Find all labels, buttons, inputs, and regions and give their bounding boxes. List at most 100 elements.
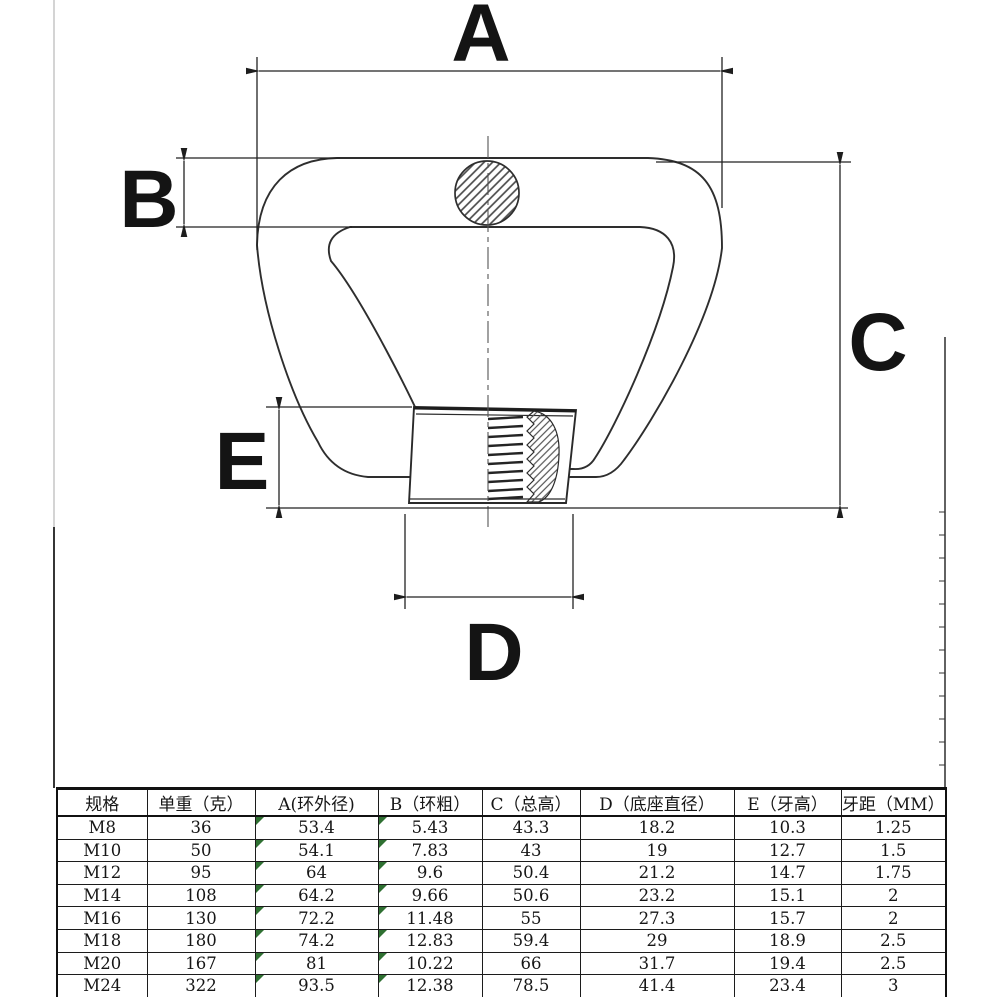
thread-hatch: [525, 410, 560, 503]
table-cell: M16: [56, 906, 148, 930]
table-cell: 11.48: [377, 906, 483, 930]
table-cell: 36: [146, 815, 256, 840]
error-indicator-triangle: [379, 953, 387, 961]
table-cell: 19.4: [733, 951, 842, 976]
table-cell: 50.6: [481, 883, 581, 908]
table-cell: M8: [56, 815, 148, 840]
table-cell: 41.4: [579, 974, 735, 997]
threaded-base: [407, 406, 578, 504]
table-cell: M20: [56, 951, 148, 976]
table-cell: 23.2: [579, 883, 735, 908]
spec-table: 规格单重（克）A(环外径)B（环粗）C（总高）D（底座直径）E（牙高）牙距（MM…: [56, 787, 947, 997]
table-cell: M24: [56, 974, 148, 997]
error-indicator-triangle: [256, 907, 264, 916]
dimension-label-c: C: [848, 297, 907, 388]
table-cell: 64.2: [254, 883, 379, 908]
table-cell: 72.2: [254, 906, 379, 930]
table-cell: 50: [146, 838, 256, 863]
error-indicator-triangle: [379, 885, 387, 893]
table-cell: 19: [579, 838, 735, 863]
wing-nut-inner-hole: [327, 226, 675, 470]
table-cell: 10.22: [377, 951, 483, 976]
table-header-row: 规格单重（克）A(环外径)B（环粗）C（总高）D（底座直径）E（牙高）牙距（MM…: [56, 787, 947, 817]
table-cell: 9.66: [377, 883, 483, 908]
dimension-d: [394, 514, 584, 609]
table-cell: 27.3: [579, 906, 735, 930]
table-cell: 12.83: [377, 928, 483, 953]
table-cell: 5.43: [377, 815, 483, 840]
dimension-a: [246, 57, 733, 250]
table-cell: 95: [146, 861, 256, 885]
table-cell: 2: [840, 883, 947, 908]
table-cell: 93.5: [254, 974, 379, 997]
table-cell: 21.2: [579, 861, 735, 885]
table-cell: 130: [146, 906, 256, 930]
table-cell: 2.5: [840, 951, 947, 976]
table-cell: 14.7: [733, 861, 842, 885]
error-indicator-triangle: [379, 862, 387, 871]
table-cell: 66: [481, 951, 581, 976]
table-cell: 55: [481, 906, 581, 930]
table-header-cell: E（牙高）: [733, 787, 842, 817]
table-cell: 10.3: [733, 815, 842, 840]
table-cell: 322: [146, 974, 256, 997]
table-cell: 74.2: [254, 928, 379, 953]
table-cell: M12: [56, 861, 148, 885]
dimension-label-e: E: [215, 416, 270, 507]
table-header-cell: B（环粗）: [377, 787, 483, 817]
table-cell: 12.7: [733, 838, 842, 863]
table-header-cell: 单重（克）: [146, 787, 256, 817]
table-cell: 108: [146, 883, 256, 908]
error-indicator-triangle: [379, 907, 387, 916]
table-header-cell: A(环外径): [254, 787, 379, 817]
table-cell: 18.2: [579, 815, 735, 840]
ring-cross-section-circle: [454, 160, 520, 226]
table-cell: 23.4: [733, 974, 842, 997]
error-indicator-triangle: [379, 840, 387, 848]
error-indicator-triangle: [256, 953, 264, 961]
table-cell: 9.6: [377, 861, 483, 885]
table-cell: 31.7: [579, 951, 735, 976]
table-cell: 54.1: [254, 838, 379, 863]
table-cell: 43.3: [481, 815, 581, 840]
table-cell: 81: [254, 951, 379, 976]
dimension-label-b: B: [119, 154, 178, 245]
error-indicator-triangle: [256, 862, 264, 871]
thread-lines: [487, 415, 524, 501]
table-cell: 53.4: [254, 815, 379, 840]
spec-table-region: 规格单重（克）A(环外径)B（环粗）C（总高）D（底座直径）E（牙高）牙距（MM…: [56, 787, 947, 1000]
table-cell: 1.25: [840, 815, 947, 840]
table-cell: 59.4: [481, 928, 581, 953]
table-cell: 2: [840, 906, 947, 930]
table-cell: 7.83: [377, 838, 483, 863]
error-indicator-triangle: [256, 975, 264, 984]
table-cell: 1.5: [840, 838, 947, 863]
table-cell: 29: [579, 928, 735, 953]
error-indicator-triangle: [379, 817, 387, 825]
error-indicator-triangle: [256, 885, 264, 893]
dimension-label-d: D: [464, 607, 523, 698]
table-header-cell: C（总高）: [481, 787, 581, 817]
table-header-cell: 牙距（MM）: [840, 787, 947, 817]
table-cell: M14: [56, 883, 148, 908]
table-cell: 1.75: [840, 861, 947, 885]
table-cell: M18: [56, 928, 148, 953]
table-cell: 64: [254, 861, 379, 885]
table-cell: 15.7: [733, 906, 842, 930]
table-cell: 12.38: [377, 974, 483, 997]
sheet-edge-right: [939, 337, 946, 788]
row-gridline-ticks: [939, 511, 945, 766]
dimension-e: [266, 397, 412, 518]
table-cell: 43: [481, 838, 581, 863]
error-indicator-triangle: [256, 840, 264, 848]
error-indicator-triangle: [379, 930, 387, 938]
table-cell: 15.1: [733, 883, 842, 908]
error-indicator-triangle: [256, 930, 264, 938]
